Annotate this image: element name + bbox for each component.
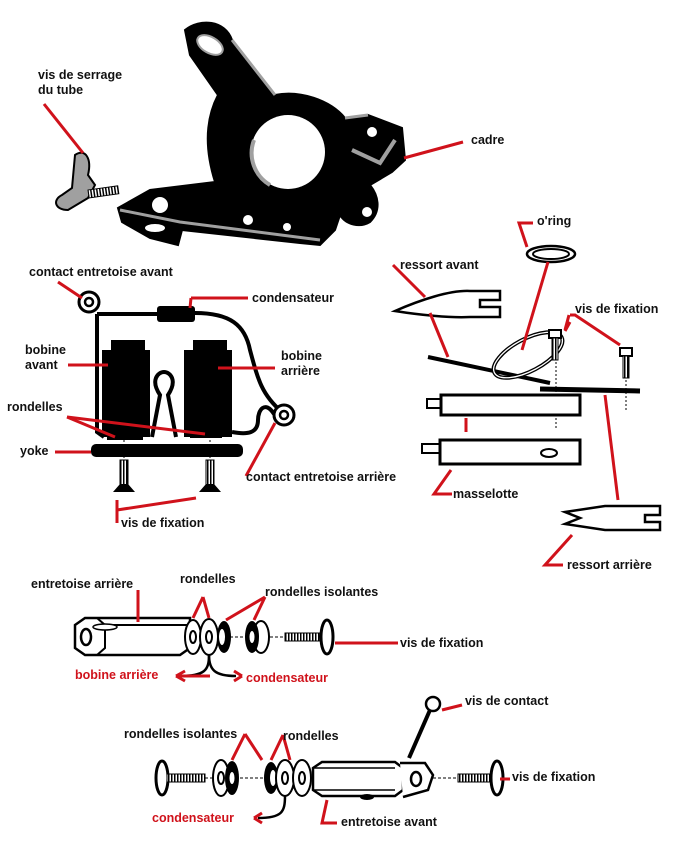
label-frame: cadre (471, 133, 505, 147)
label-rear-to-capacitor: condensateur (246, 671, 328, 685)
label-armature-bar: masselotte (453, 487, 519, 501)
front-binding-leader-lines (230, 703, 510, 825)
rear-binding-post-illustration (73, 616, 335, 678)
label-washers: rondelles (7, 400, 63, 414)
label-front-washers: rondelles (283, 729, 339, 743)
label-tube-screw: vis de serrage du tube (38, 68, 123, 97)
wing-nut-illustration (55, 151, 120, 212)
label-front-coil: bobine avant (25, 343, 66, 372)
label-oring: o'ring (537, 214, 572, 228)
label-front-binding-contact: contact entretoise avant (29, 265, 173, 279)
label-capacitor: condensateur (252, 291, 334, 305)
label-rear-spring: ressort arrière (567, 558, 652, 572)
label-yoke: yoke (20, 444, 49, 458)
label-rear-washers: rondelles (180, 572, 236, 586)
label-front-to-capacitor: condensateur (152, 811, 234, 825)
coil-assembly-illustration (77, 290, 296, 492)
coil-leader-lines (55, 280, 277, 523)
armature-leader-lines (391, 221, 621, 567)
label-rear-insulating-washers: rondelles isolantes (265, 585, 379, 599)
label-rear-fixing-screw: vis de fixation (400, 636, 484, 650)
frame-leader-lines (42, 103, 464, 160)
front-binding-post-illustration (154, 695, 505, 820)
rear-binding-leader-lines (136, 590, 398, 683)
label-front-spring: ressort avant (400, 258, 479, 272)
label-rear-post: entretoise arrière (31, 577, 134, 591)
frame-illustration (116, 21, 407, 247)
label-contact-screw: vis de contact (465, 694, 549, 708)
label-armature-fixing-screws: vis de fixation (575, 302, 659, 316)
label-coil-fixing-screws: vis de fixation (121, 516, 205, 530)
label-rear-binding-contact: contact entretoise arrière (246, 470, 397, 484)
label-front-fixing-screw: vis de fixation (512, 770, 596, 784)
label-front-post: entretoise avant (341, 815, 437, 829)
label-to-rear-coil: bobine arrière (75, 668, 159, 682)
label-rear-coil: bobine arrière (281, 349, 322, 378)
label-front-insulating-washers: rondelles isolantes (124, 727, 238, 741)
armature-assembly-illustration (390, 244, 662, 532)
